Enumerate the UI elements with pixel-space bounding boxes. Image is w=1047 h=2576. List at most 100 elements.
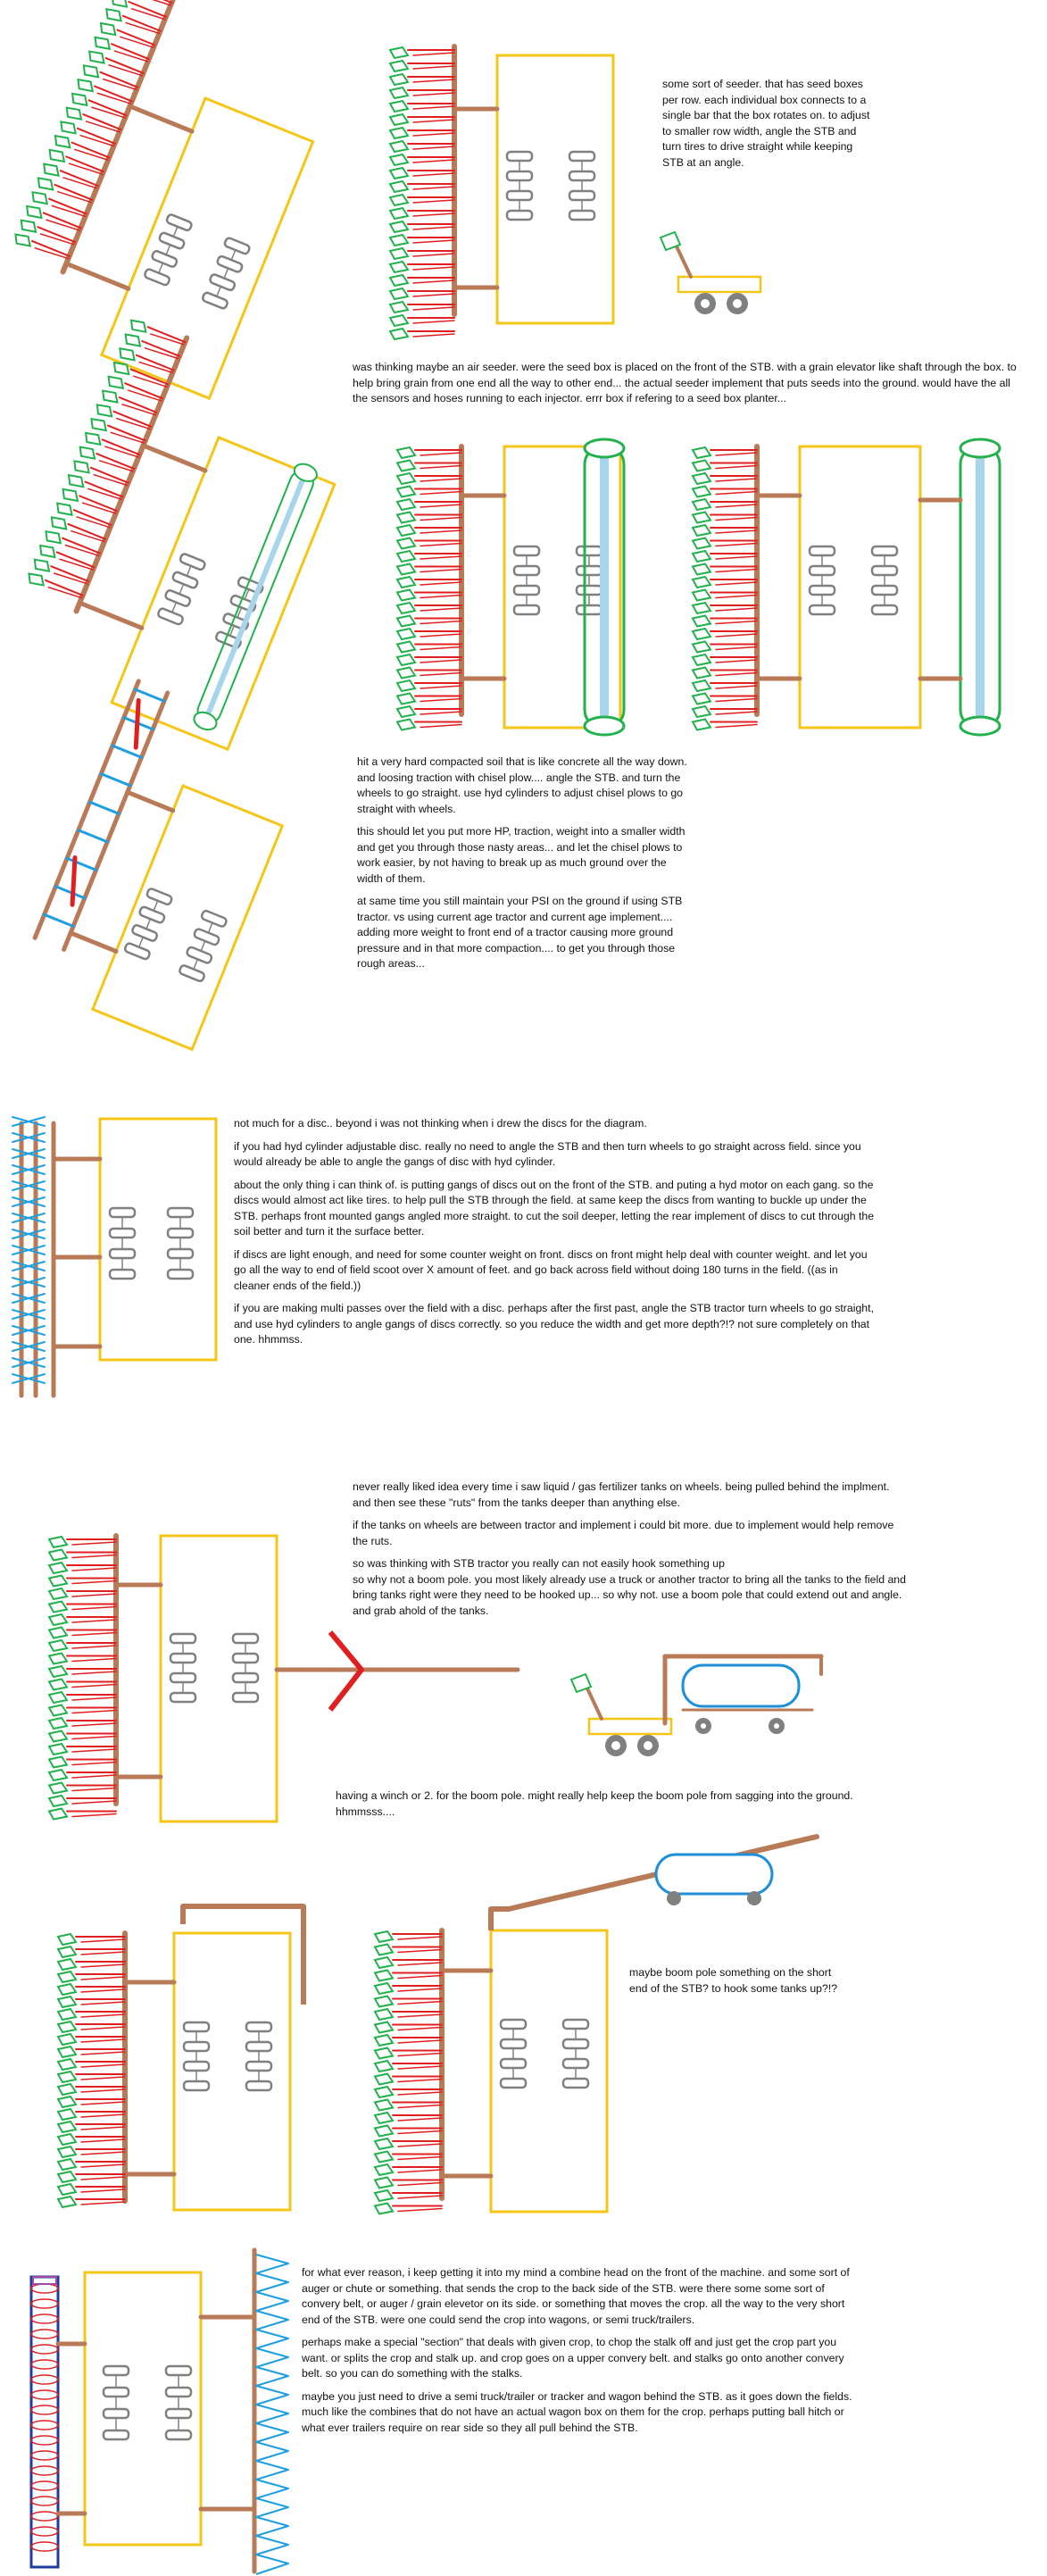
hub	[701, 299, 710, 308]
diagram-boom-pole	[47, 1533, 520, 1823]
seed-box-icon	[395, 497, 417, 512]
row-line	[715, 542, 758, 547]
row-line	[71, 1631, 117, 1637]
row-line	[715, 555, 758, 560]
axle-line	[168, 556, 195, 621]
seed-box-icon	[691, 497, 712, 512]
row-line	[412, 239, 455, 244]
seed-box-icon	[56, 2107, 78, 2122]
row-line	[412, 105, 455, 110]
tank-icon	[654, 1853, 774, 1905]
seed-row	[56, 2132, 126, 2147]
seed-box-icon	[388, 59, 410, 73]
tire-icon	[231, 1632, 260, 1645]
seed-row	[43, 163, 99, 189]
note-paragraph: if you had hyd cylinder adjustable disc.…	[234, 1139, 861, 1169]
row-line	[39, 233, 75, 246]
row-line	[397, 2026, 443, 2031]
boom-pole	[274, 1630, 520, 1712]
seed-box-icon	[388, 139, 410, 154]
seed-row	[395, 563, 462, 576]
seed-box-icon	[691, 511, 712, 524]
seed-box-icon	[395, 471, 417, 486]
diagram-combine	[29, 2247, 289, 2575]
seed-box-icon	[38, 544, 56, 559]
row-line	[118, 396, 158, 413]
row-line	[420, 711, 462, 715]
note-disc: not much for a disc.. beyond i was not t…	[234, 1116, 877, 1348]
combine-head	[198, 2247, 289, 2575]
seed-box-icon	[388, 166, 410, 180]
boom-arm	[586, 1687, 603, 1721]
row-line	[71, 1709, 117, 1714]
disc-icon	[12, 1196, 46, 1207]
row-line	[44, 579, 84, 596]
seed-row	[691, 692, 758, 705]
auger-flight	[30, 2420, 59, 2430]
row-line	[121, 14, 162, 32]
tire-icon	[512, 584, 541, 596]
row-line	[412, 306, 455, 311]
seed-box-icon	[395, 575, 417, 589]
disc-icon	[12, 1325, 46, 1336]
axle-line	[189, 913, 217, 979]
tire-icon	[575, 604, 603, 616]
diagram-short-end-b	[373, 1834, 819, 2215]
seed-row	[56, 2057, 126, 2072]
seed-box-icon	[56, 2120, 78, 2134]
seed-row	[691, 575, 758, 589]
seed-box-icon	[388, 233, 410, 247]
seed-box-icon	[112, 361, 130, 376]
axle-assembly	[182, 2021, 211, 2092]
seed-box-icon	[79, 446, 96, 460]
row-line	[397, 2117, 443, 2122]
seed-box-icon	[373, 1969, 395, 1982]
note-paragraph: if discs are light enough, and need for …	[234, 1247, 868, 1292]
seed-row	[54, 134, 111, 162]
seed-box-icon	[691, 588, 712, 602]
row-line	[80, 2076, 126, 2080]
seed-box-icon	[373, 2047, 395, 2060]
seed-row	[395, 485, 462, 498]
auger-flight	[30, 2465, 59, 2476]
seed-box-icon	[373, 1995, 395, 2008]
tire-icon	[123, 942, 151, 961]
tire-icon	[245, 2060, 273, 2072]
row-line	[420, 671, 462, 677]
tool-bar	[32, 679, 141, 940]
tire-icon	[169, 1691, 197, 1704]
seed-box-icon	[47, 1664, 69, 1679]
seed-row	[90, 417, 146, 444]
seed-box-icon	[47, 1652, 69, 1665]
tractor-icon-2	[569, 1672, 673, 1756]
seed-row	[119, 347, 175, 374]
row-line	[71, 1800, 117, 1805]
seed-box-icon	[373, 2085, 395, 2099]
seed-row	[373, 1981, 443, 1996]
hitch-arm	[140, 443, 208, 473]
seed-row	[373, 2072, 443, 2086]
row-line	[67, 522, 107, 540]
row-line	[715, 620, 758, 625]
seed-row	[107, 375, 163, 402]
auger-cap	[32, 2276, 57, 2285]
note-paragraph: maybe boom pole something on the short e…	[629, 1966, 838, 1995]
row-line	[144, 347, 179, 360]
seed-box-icon	[373, 1943, 395, 1956]
seed-row	[47, 1548, 117, 1562]
tire-icon	[808, 584, 836, 596]
row-line	[115, 417, 151, 430]
seed-box-icon	[388, 46, 410, 60]
seed-box-icon	[691, 471, 712, 486]
tire-icon	[245, 2040, 273, 2053]
seed-box-icon	[47, 1742, 69, 1756]
row-line	[30, 239, 71, 257]
seed-row	[31, 190, 87, 218]
seed-box-icon	[56, 2095, 78, 2109]
tire-icon	[568, 189, 596, 202]
axle-assembly	[870, 545, 899, 616]
tire-icon	[505, 189, 534, 202]
auger-flight	[30, 2511, 59, 2522]
row-line	[420, 607, 462, 612]
row-line	[133, 375, 168, 388]
